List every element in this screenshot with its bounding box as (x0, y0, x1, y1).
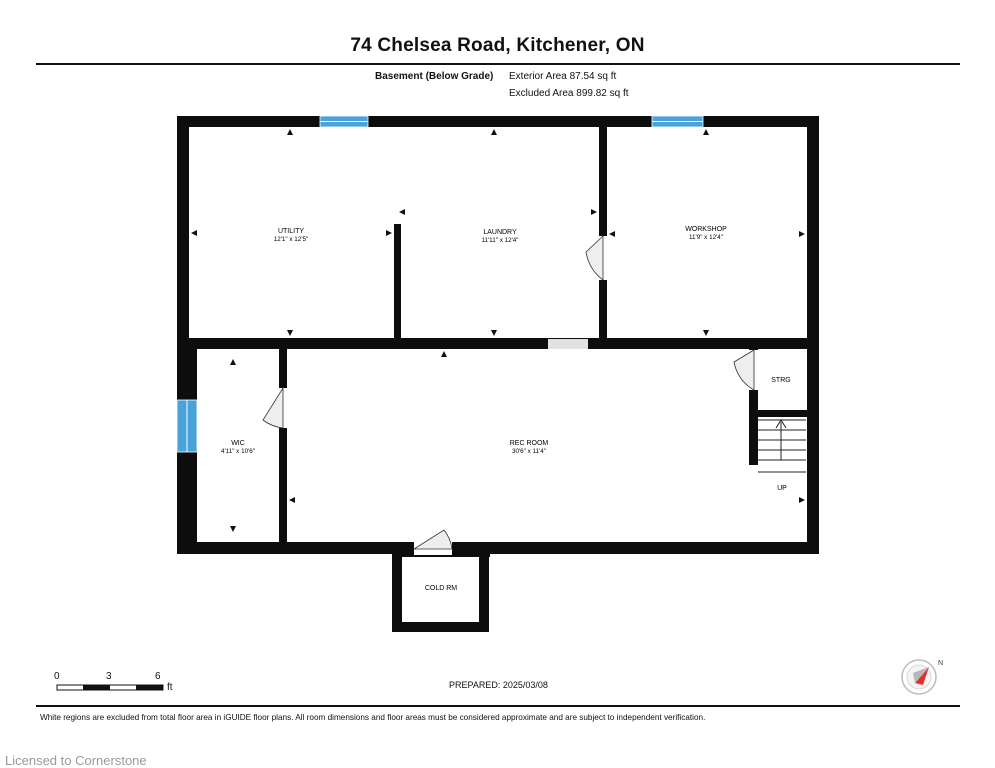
scale-label-6: 6 (155, 671, 161, 682)
room-laundry-name: LAUNDRY (483, 229, 517, 236)
footer-divider (36, 705, 960, 707)
scale-label-3: 3 (106, 671, 112, 682)
compass-icon: N (901, 659, 943, 695)
level-label: Basement (Below Grade) (375, 71, 494, 82)
stairs (758, 419, 806, 473)
room-rec-name: REC ROOM (510, 440, 549, 447)
room-utility-name: UTILITY (278, 228, 304, 235)
windows (176, 115, 704, 453)
room-laundry-dims: 11'11" x 12'4" (481, 237, 518, 244)
room-wic-name: WIC (231, 440, 245, 447)
room-strg-name: STRG (771, 377, 790, 384)
footer-disclaimer: White regions are excluded from total fl… (40, 713, 706, 722)
dimension-arrows (191, 129, 805, 532)
excluded-area: Excluded Area 899.82 sq ft (509, 88, 629, 99)
room-utility-dims: 12'1" x 12'5" (274, 236, 309, 243)
door-openings (279, 236, 758, 555)
exterior-area: Exterior Area 87.54 sq ft (509, 71, 617, 82)
prepared-date: PREPARED: 2025/03/08 (449, 680, 548, 690)
page-title: 74 Chelsea Road, Kitchener, ON (350, 35, 645, 56)
scale-bar (56, 684, 164, 691)
watermark-licensed: Licensed to Cornerstone (5, 753, 147, 768)
room-rec-dims: 30'6" x 11'4" (512, 448, 546, 455)
header-divider (36, 63, 960, 65)
room-workshop-dims: 11'9" x 12'4" (689, 234, 723, 241)
walls (177, 116, 819, 632)
room-cold-name: COLD RM (425, 585, 457, 592)
room-workshop-name: WORKSHOP (685, 226, 727, 233)
scale-unit: ft (167, 682, 173, 693)
compass-north-label: N (938, 660, 943, 667)
room-wic-dims: 4'11" x 10'6" (221, 448, 255, 455)
door-swings (262, 235, 755, 550)
stairs-up-label: UP (777, 485, 787, 492)
scale-label-0: 0 (54, 671, 60, 682)
